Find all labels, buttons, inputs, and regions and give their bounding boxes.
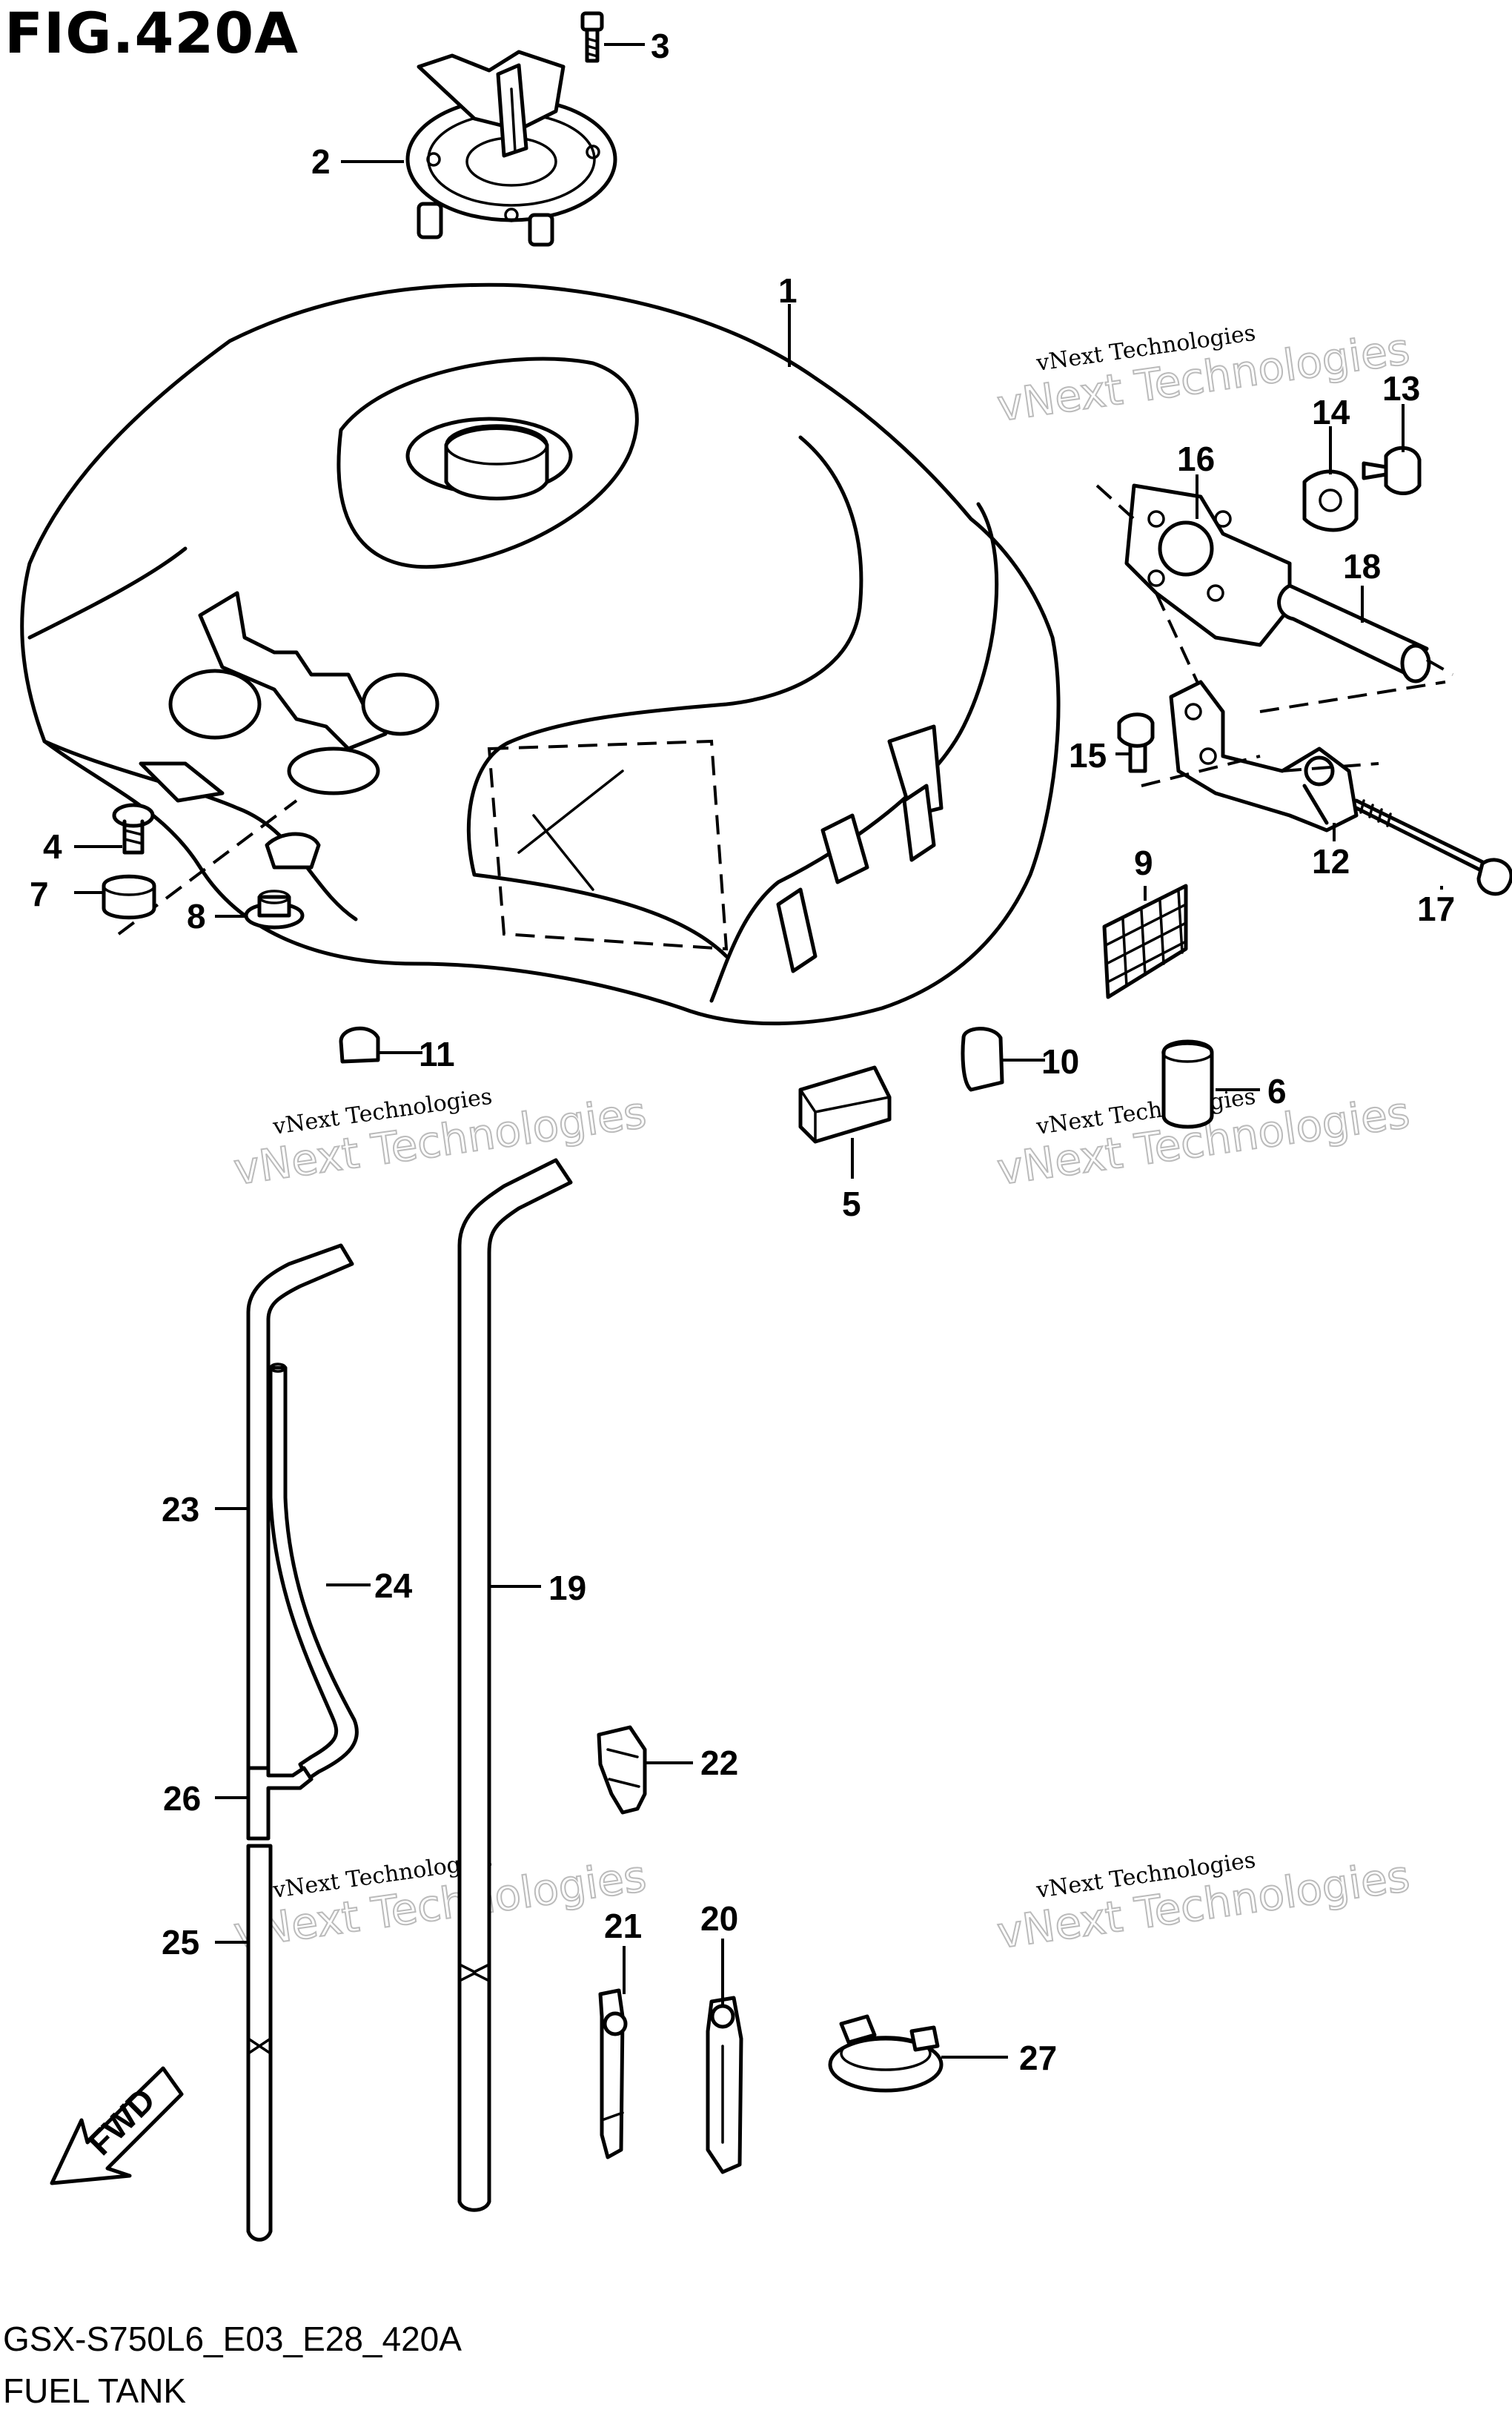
part-cushion-6 — [1161, 1039, 1214, 1129]
part-bracket-16 — [1124, 483, 1292, 647]
callout-4: 4 — [43, 827, 62, 866]
part-damper-14 — [1302, 469, 1359, 532]
callout-23: 23 — [162, 1490, 199, 1529]
part-cushion-10 — [961, 1027, 1004, 1092]
part-fuel-tank-1 — [20, 282, 1061, 1026]
callout-27: 27 — [1019, 2039, 1057, 2077]
callout-19: 19 — [548, 1569, 586, 1607]
part-hose-19 — [457, 1158, 573, 2212]
callout-15: 15 — [1069, 736, 1107, 775]
part-mesh-pad-9 — [1102, 884, 1188, 999]
part-bolt-4 — [112, 803, 155, 855]
figure-title: FIG.420A — [4, 0, 299, 66]
part-hose-23 — [246, 1243, 354, 1774]
callout-20: 20 — [700, 1899, 738, 1938]
leader-lines — [74, 43, 1443, 2059]
callout-5: 5 — [842, 1185, 861, 1223]
part-long-bolt-17 — [1354, 798, 1512, 896]
part-cushion-11 — [339, 1026, 380, 1064]
callout-16: 16 — [1177, 440, 1215, 478]
callout-14: 14 — [1312, 393, 1350, 431]
callout-25: 25 — [162, 1923, 199, 1962]
part-hose-25 — [246, 1844, 273, 2242]
part-clamp-27 — [828, 2014, 944, 2093]
part-collar-18 — [1277, 583, 1431, 683]
callout-8: 8 — [187, 897, 206, 936]
callout-22: 22 — [700, 1744, 738, 1782]
callout-2: 2 — [311, 142, 331, 181]
callout-labels: 1 2 3 4 5 6 7 8 9 10 11 12 13 14 15 16 1… — [30, 27, 1455, 2077]
model-code: GSX-S750L6_E03_E28_420A — [3, 2320, 462, 2358]
callout-3: 3 — [651, 27, 670, 65]
callout-13: 13 — [1382, 369, 1420, 408]
part-rubber-cushion-7 — [102, 874, 156, 920]
part-bolt-15 — [1117, 712, 1155, 773]
part-collar-8 — [244, 890, 305, 930]
part-joint-26 — [246, 1766, 314, 1841]
part-clamp-20 — [706, 1996, 743, 2174]
part-bracket-12 — [1169, 680, 1359, 832]
fwd-arrow: FWD — [50, 2066, 184, 2185]
callout-10: 10 — [1041, 1042, 1079, 1081]
part-fuel-cap-2 — [405, 50, 617, 247]
part-bolt-3 — [580, 11, 604, 63]
callout-21: 21 — [604, 1907, 642, 1945]
part-cushion-5 — [798, 1065, 892, 1144]
callout-12: 12 — [1312, 842, 1350, 881]
callout-7: 7 — [30, 875, 49, 913]
callout-9: 9 — [1134, 844, 1153, 882]
part-clamp-22 — [597, 1725, 647, 1815]
callout-24: 24 — [374, 1566, 413, 1605]
callout-18: 18 — [1343, 547, 1381, 586]
part-hose-24 — [268, 1363, 359, 1781]
callout-1: 1 — [778, 271, 798, 310]
callout-26: 26 — [163, 1779, 201, 1818]
figure-name: FUEL TANK — [3, 2371, 187, 2410]
callout-6: 6 — [1267, 1072, 1287, 1110]
part-bolt-13 — [1362, 446, 1422, 495]
callout-17: 17 — [1417, 890, 1455, 928]
callout-11: 11 — [419, 1035, 455, 1073]
part-clamp-21 — [598, 1988, 628, 2159]
